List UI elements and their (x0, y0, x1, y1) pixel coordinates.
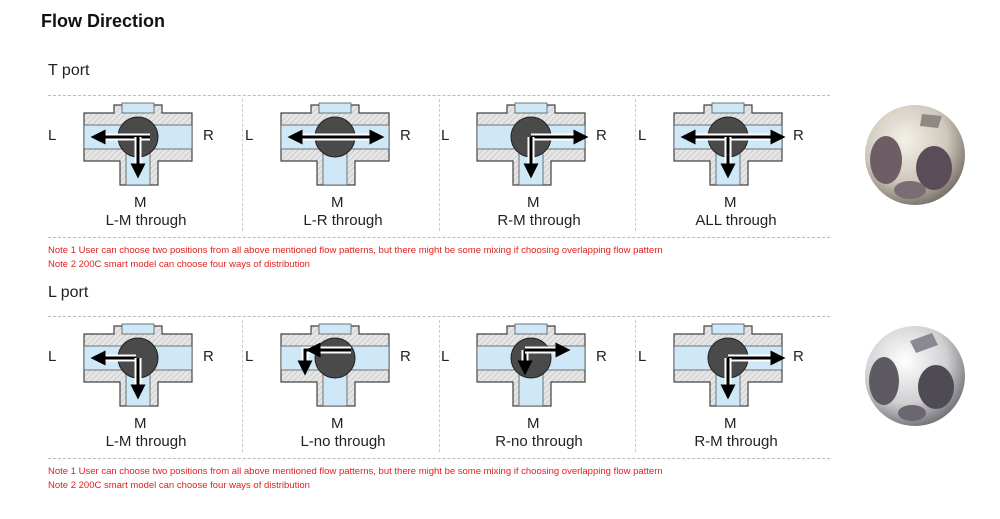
port-label-right: R (203, 127, 214, 144)
port-label-left: L (245, 348, 254, 365)
t-port-note-1: Note 1 User can choose two positions fro… (48, 245, 663, 256)
row-border-bottom (48, 237, 830, 238)
flow-caption: L-M through (105, 212, 187, 229)
page-title: Flow Direction (41, 11, 166, 31)
l-port-note-1: Note 1 User can choose two positions fro… (48, 466, 663, 477)
port-label-bottom: M (134, 415, 147, 432)
flow-caption: R-no through (495, 433, 583, 450)
port-label-right: R (203, 348, 214, 365)
port-label-bottom: M (331, 194, 344, 211)
flow-caption: L-R through (303, 212, 383, 229)
valve-cross-section (83, 323, 193, 407)
t-port-heading: T port (48, 62, 90, 79)
cell-separator (635, 320, 636, 452)
port-label-left: L (441, 348, 450, 365)
port-label-right: R (793, 127, 804, 144)
l-port-note-2: Note 2 200C smart model can choose four … (48, 480, 310, 491)
valve-cross-section (280, 102, 390, 186)
port-label-left: L (441, 127, 450, 144)
cell-separator (439, 320, 440, 452)
valve-cross-section (476, 323, 586, 407)
port-label-right: R (596, 348, 607, 365)
port-label-right: R (596, 127, 607, 144)
cell-separator (439, 99, 440, 231)
port-label-right: R (400, 348, 411, 365)
port-label-bottom: M (134, 194, 147, 211)
port-label-bottom: M (331, 415, 344, 432)
port-label-left: L (48, 348, 57, 365)
valve-cross-section (673, 102, 786, 186)
port-label-bottom: M (724, 415, 737, 432)
valve-cross-section (83, 102, 193, 186)
port-label-bottom: M (724, 194, 737, 211)
cell-separator (242, 320, 243, 452)
flow-caption: R-M through (694, 433, 778, 450)
cell-separator (242, 99, 243, 231)
l-port-ball-image (865, 326, 965, 426)
port-label-left: L (48, 127, 57, 144)
flow-caption: L-no through (300, 433, 386, 450)
l-port-heading: L port (48, 284, 89, 301)
flow-caption: R-M through (497, 212, 581, 229)
t-port-note-2: Note 2 200C smart model can choose four … (48, 259, 310, 270)
cell-separator (635, 99, 636, 231)
valve-cross-section (280, 323, 390, 407)
port-label-right: R (793, 348, 804, 365)
port-label-left: L (638, 348, 647, 365)
port-label-bottom: M (527, 194, 540, 211)
valve-cross-section (476, 102, 589, 186)
port-label-left: L (638, 127, 647, 144)
row-border-bottom (48, 458, 830, 459)
port-label-right: R (400, 127, 411, 144)
row-border-top (48, 316, 830, 317)
t-port-ball-image (865, 105, 965, 205)
valve-cross-section (673, 323, 786, 407)
row-border-top (48, 95, 830, 96)
flow-caption: L-M through (105, 433, 187, 450)
port-label-left: L (245, 127, 254, 144)
port-label-bottom: M (527, 415, 540, 432)
flow-caption: ALL through (695, 212, 777, 229)
